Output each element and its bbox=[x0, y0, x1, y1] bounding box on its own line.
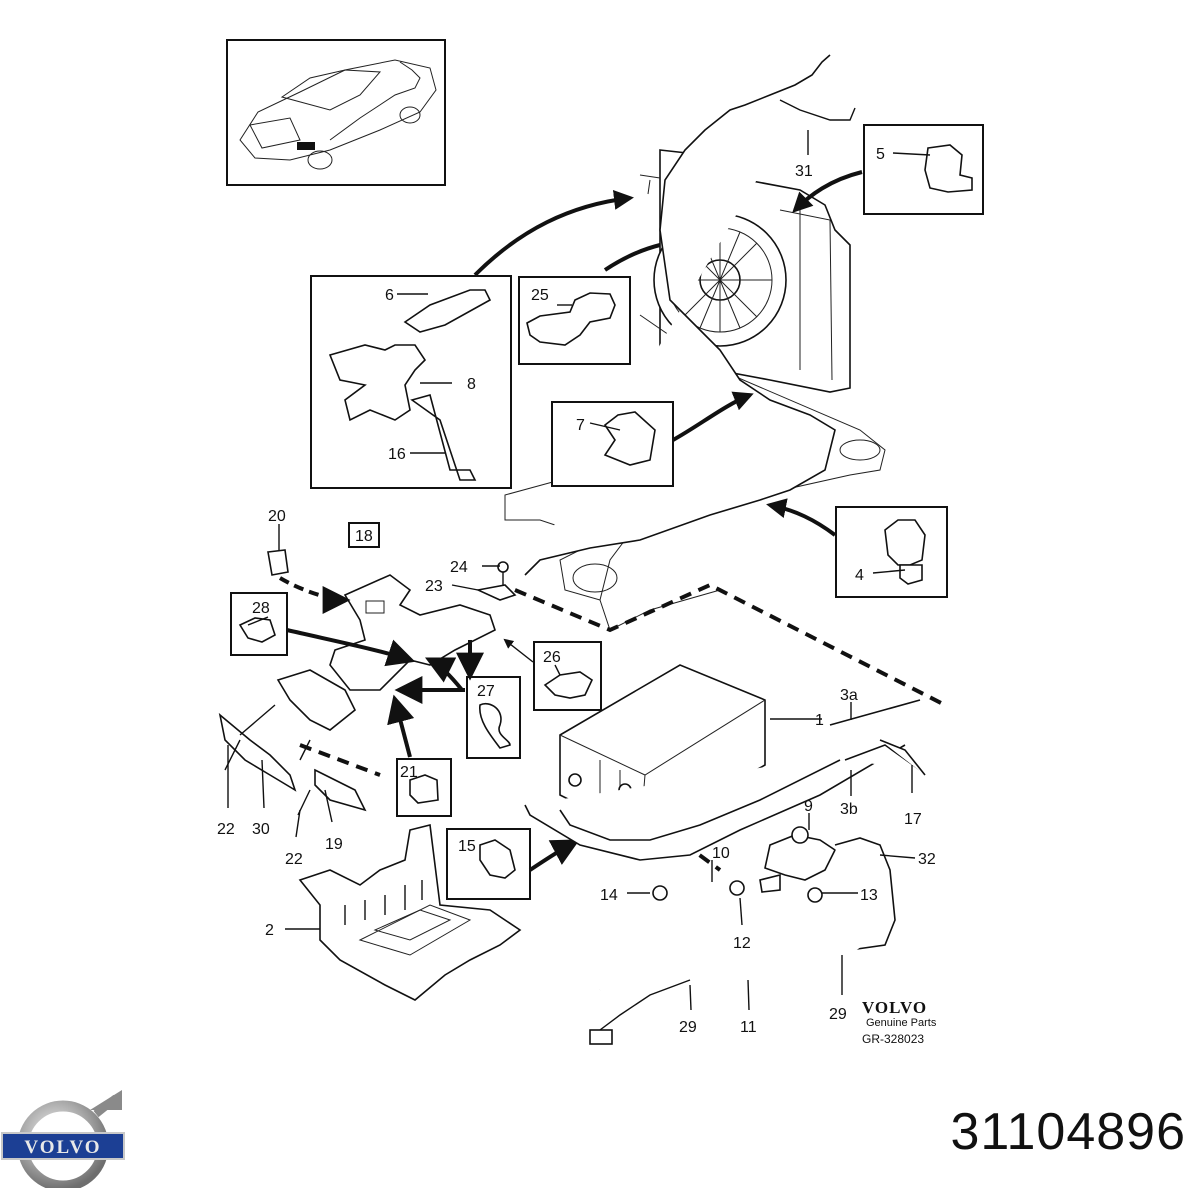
callout-12: 12 bbox=[733, 935, 751, 952]
part-number: 31104896 bbox=[950, 1103, 1186, 1161]
callout-17: 17 bbox=[904, 811, 922, 828]
callout-11: 11 bbox=[740, 1019, 757, 1036]
callout-13: 13 bbox=[860, 887, 878, 904]
callout-29b: 29 bbox=[829, 1006, 847, 1023]
callout-10: 10 bbox=[712, 845, 730, 862]
footer-brand: VOLVO bbox=[862, 998, 927, 1017]
callout-22a: 22 bbox=[217, 821, 235, 838]
footer-code: GR-328023 bbox=[862, 1032, 924, 1046]
callout-32: 32 bbox=[918, 851, 936, 868]
callout-23: 23 bbox=[425, 578, 443, 595]
callout-2: 2 bbox=[265, 922, 274, 939]
callout-16: 16 bbox=[388, 446, 406, 463]
callout-6: 6 bbox=[385, 287, 394, 304]
callout-8: 8 bbox=[467, 376, 476, 393]
callout-15: 15 bbox=[458, 838, 476, 855]
callout-25: 25 bbox=[531, 287, 549, 304]
car-thumbnail bbox=[226, 39, 446, 186]
callout-28: 28 bbox=[252, 600, 270, 617]
callout-7: 7 bbox=[576, 417, 585, 434]
callout-20: 20 bbox=[268, 508, 286, 525]
callout-24: 24 bbox=[450, 559, 468, 576]
leader-lines bbox=[227, 130, 931, 1011]
callout-labels: 1 2 3a 3b 4 5 6 7 8 9 10 11 12 13 14 15 … bbox=[217, 146, 936, 1036]
tray-bracket bbox=[298, 824, 522, 1001]
callout-18: 18 bbox=[355, 528, 373, 545]
callout-21: 21 bbox=[400, 764, 418, 781]
callout-27: 27 bbox=[477, 683, 495, 700]
volvo-logo: VOLVO bbox=[1, 1090, 125, 1188]
callout-1: 1 bbox=[815, 712, 824, 729]
callout-26: 26 bbox=[543, 649, 561, 666]
callout-3b: 3b bbox=[840, 801, 858, 818]
footer-genuine: Genuine Parts bbox=[866, 1017, 937, 1029]
callout-4: 4 bbox=[855, 567, 864, 584]
callout-22b: 22 bbox=[285, 851, 303, 868]
callout-14: 14 bbox=[600, 887, 618, 904]
callout-31: 31 bbox=[795, 163, 813, 180]
callout-19: 19 bbox=[325, 836, 343, 853]
callout-30: 30 bbox=[252, 821, 270, 838]
callout-3a: 3a bbox=[840, 687, 858, 704]
callout-5: 5 bbox=[876, 146, 885, 163]
callout-29a: 29 bbox=[679, 1019, 697, 1036]
callout-9: 9 bbox=[804, 798, 813, 815]
logo-text: VOLVO bbox=[24, 1137, 101, 1158]
footer-branding: VOLVO Genuine Parts GR-328023 bbox=[862, 998, 937, 1046]
